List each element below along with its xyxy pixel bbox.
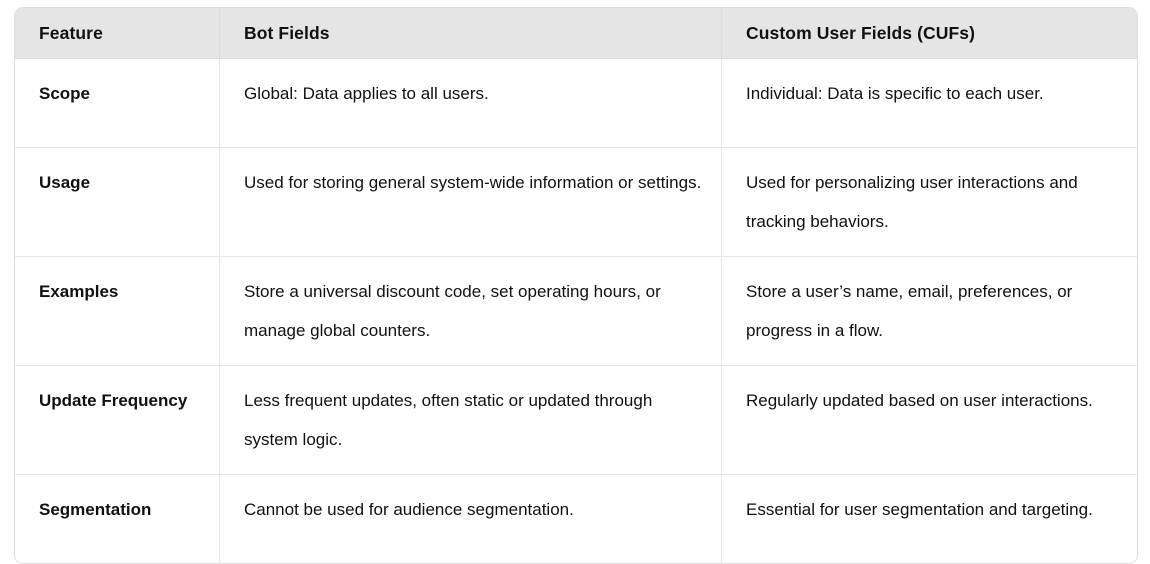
column-header-feature: Feature bbox=[15, 8, 220, 59]
cell-custom-user-fields-segmentation: Essential for user segmentation and targ… bbox=[746, 500, 1093, 519]
cell-custom-user-fields-usage: Used for personalizing user interactions… bbox=[722, 148, 1137, 257]
cell-bot-fields-usage: Used for storing general system-wide inf… bbox=[220, 148, 722, 257]
table-row: Scope Global: Data applies to all users.… bbox=[15, 59, 1137, 148]
cell-feature-update-frequency: Update Frequency bbox=[15, 366, 220, 475]
table-header-row: Feature Bot Fields Custom User Fields (C… bbox=[15, 8, 1137, 59]
table-row: Usage Used for storing general system-wi… bbox=[15, 148, 1137, 257]
cell-custom-user-fields-scope: Individual: Data is specific to each use… bbox=[722, 59, 1137, 148]
comparison-table-container: Feature Bot Fields Custom User Fields (C… bbox=[14, 7, 1138, 564]
cell-bot-fields-update-frequency: Less frequent updates, often static or u… bbox=[220, 366, 722, 475]
table-header: Feature Bot Fields Custom User Fields (C… bbox=[15, 8, 1137, 59]
cell-feature-examples: Examples bbox=[15, 257, 220, 366]
column-header-bot-fields: Bot Fields bbox=[220, 8, 722, 59]
cell-feature-scope: Scope bbox=[15, 59, 220, 148]
column-header-custom-user-fields: Custom User Fields (CUFs) bbox=[722, 8, 1137, 59]
cell-feature-usage: Usage bbox=[15, 148, 220, 257]
comparison-table: Feature Bot Fields Custom User Fields (C… bbox=[14, 7, 1138, 564]
table-row: Update Frequency Less frequent updates, … bbox=[15, 366, 1137, 475]
cell-feature-segmentation: Segmentation bbox=[15, 475, 220, 563]
cell-bot-fields-segmentation: Cannot be used for audience segmentation… bbox=[220, 475, 722, 563]
table-body: Scope Global: Data applies to all users.… bbox=[15, 59, 1137, 563]
table-row: Examples Store a universal discount code… bbox=[15, 257, 1137, 366]
table-row: Segmentation Cannot be used for audience… bbox=[15, 475, 1137, 563]
cell-custom-user-fields-examples: Store a user’s name, email, preferences,… bbox=[722, 257, 1137, 366]
cell-bot-fields-scope: Global: Data applies to all users. bbox=[220, 59, 722, 148]
cell-custom-user-fields-update-frequency: Regularly updated based on user interact… bbox=[722, 366, 1137, 475]
cell-bot-fields-examples: Store a universal discount code, set ope… bbox=[220, 257, 722, 366]
